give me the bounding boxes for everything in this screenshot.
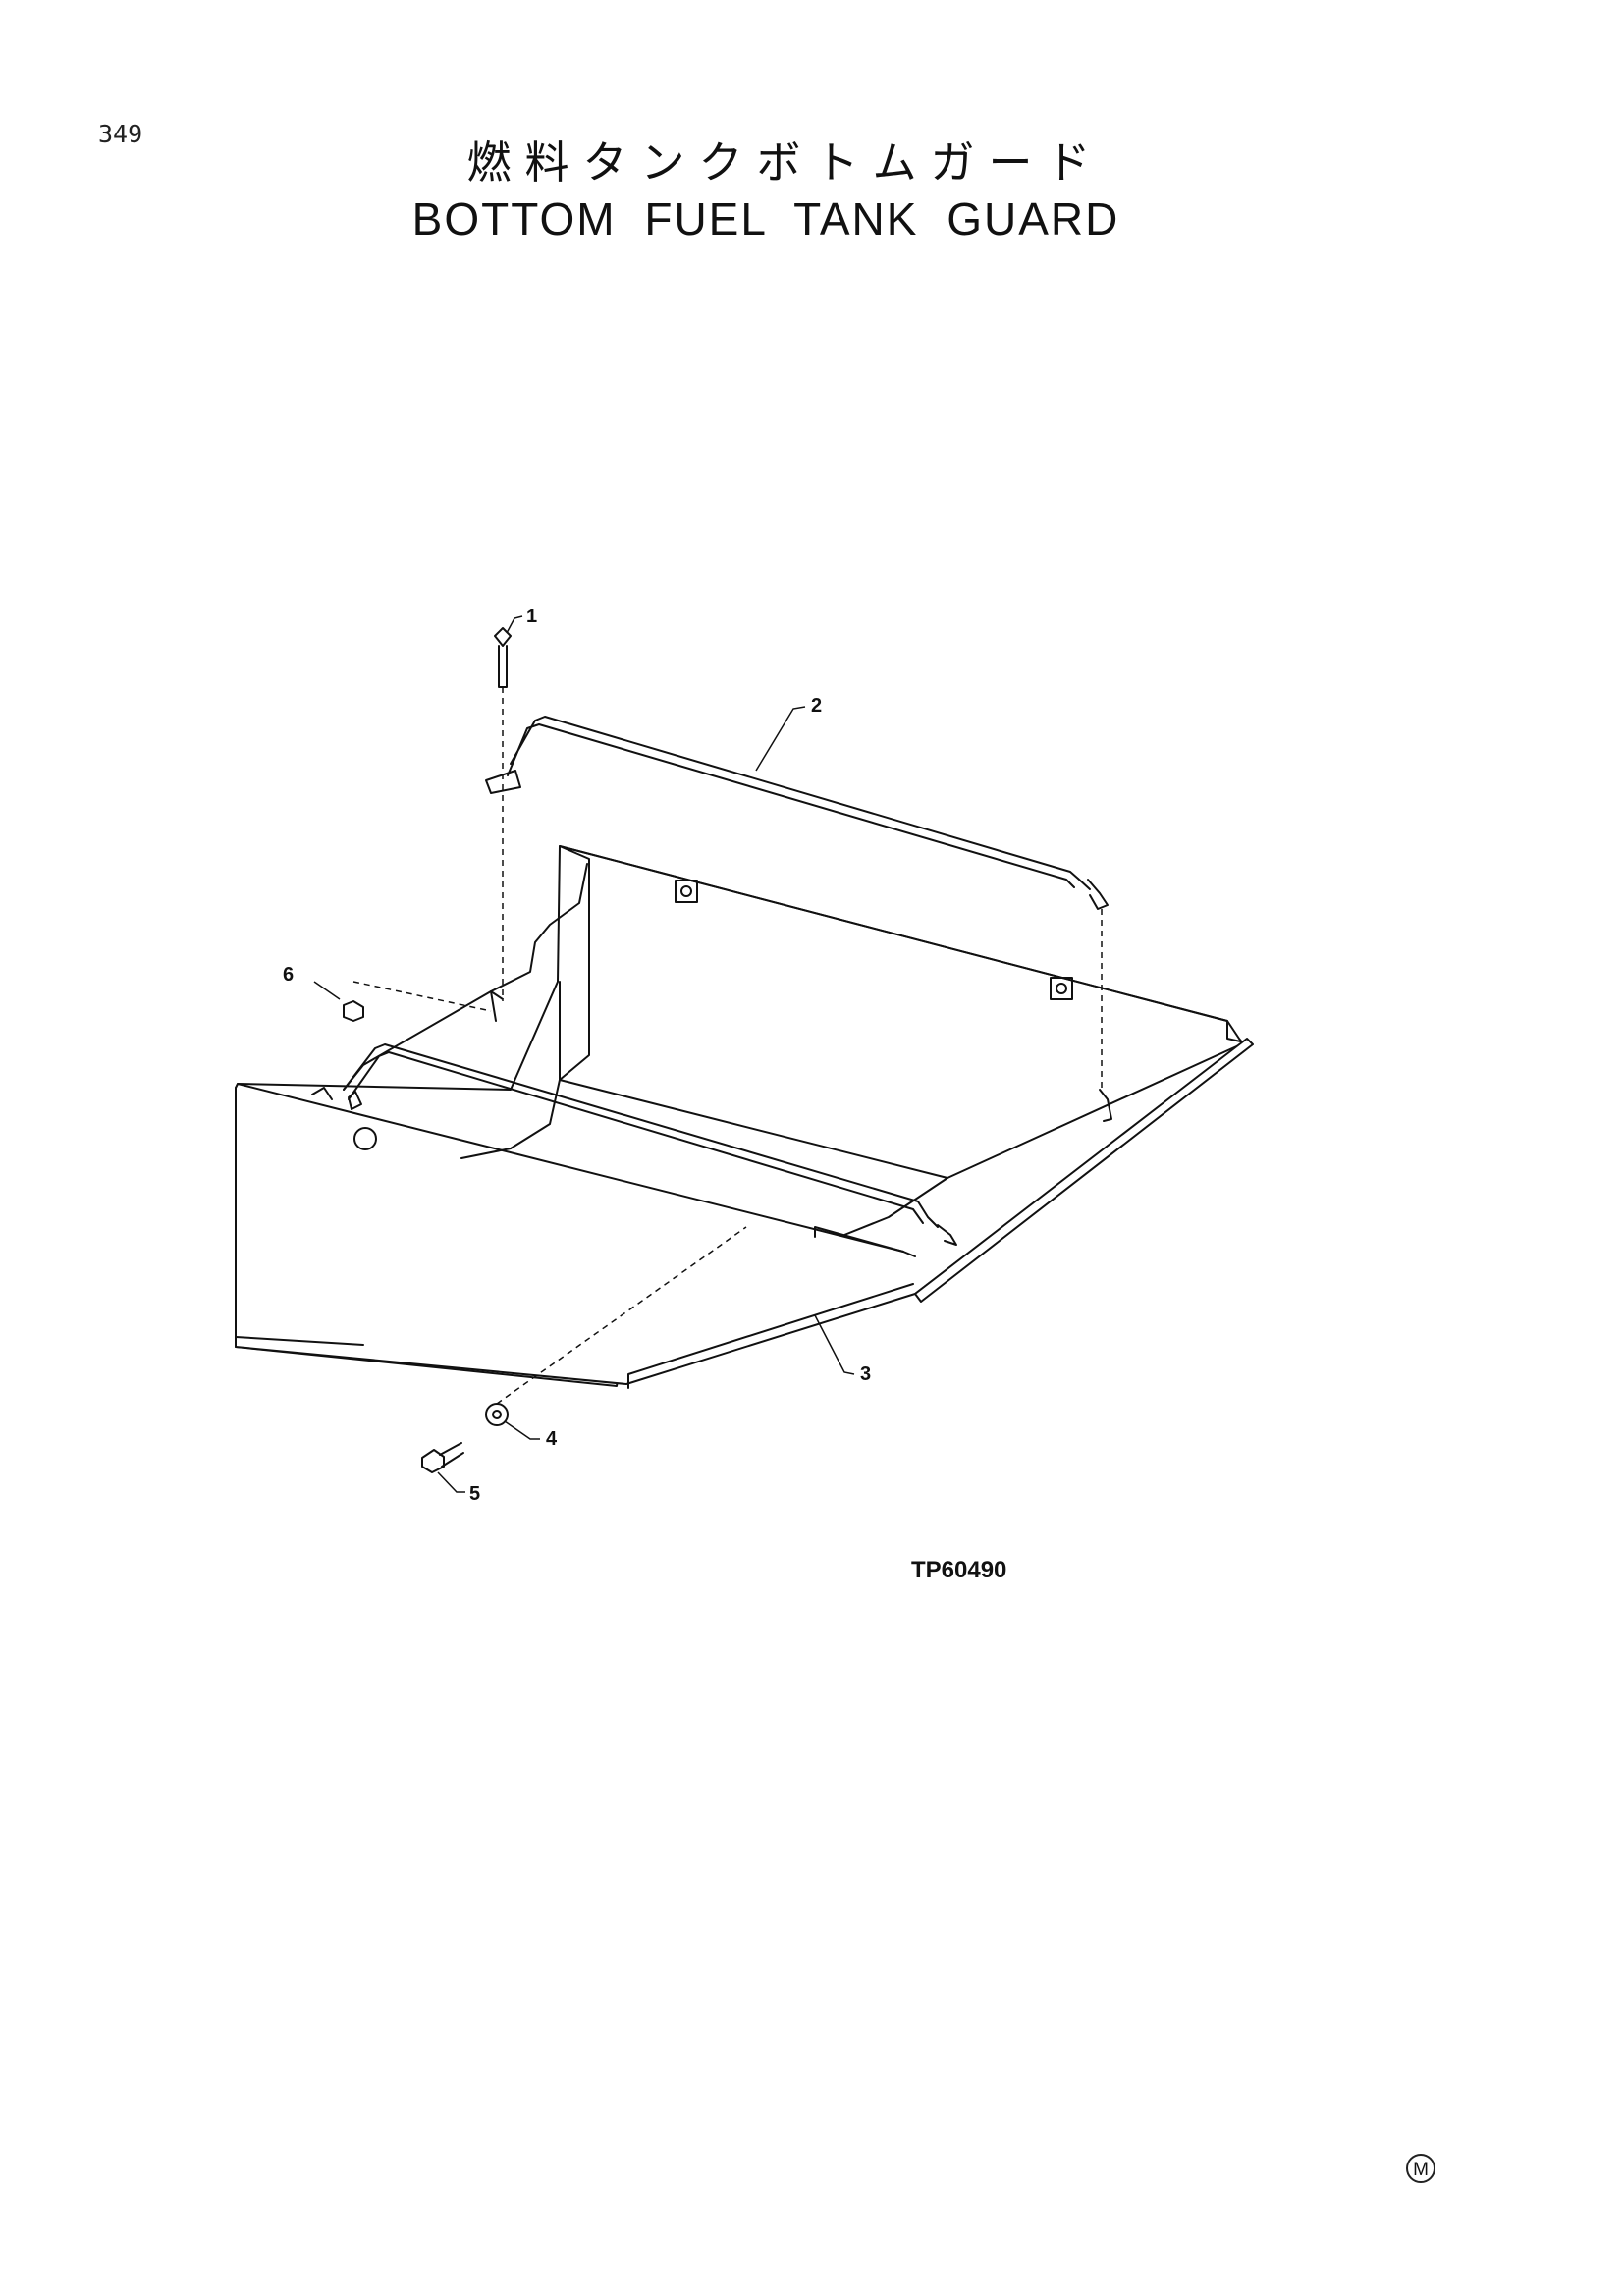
maker-mark-circle: M: [1406, 2154, 1435, 2183]
guard-right-lip: [914, 1038, 1254, 1303]
bolt-5: [421, 1442, 464, 1473]
front-strap-hook: [937, 1224, 957, 1246]
rear-wall-hole-left: [675, 880, 698, 903]
leader-4: [504, 1420, 540, 1440]
rear-strap-hook: [1087, 879, 1109, 910]
front-strap: [343, 1043, 939, 1228]
callout-1: 1: [526, 606, 537, 627]
title-block: 燃料タンクボトムガード BOTTOM FUEL TANK GUARD: [0, 135, 1532, 247]
bolt-1: [494, 627, 512, 688]
assembly-line-nut-6: [352, 981, 492, 1012]
strap-clip: [1099, 1089, 1112, 1122]
rear-strap-bracket: [485, 770, 521, 794]
leader-6: [313, 981, 341, 1000]
callout-5: 5: [469, 1483, 480, 1505]
guard-rear-wall: [559, 845, 1246, 1081]
callout-2: 2: [811, 695, 822, 717]
front-bolt-boss: [353, 1127, 377, 1150]
guard-floor-line: [559, 1042, 1244, 1179]
assembly-line-washer-4: [496, 1226, 747, 1405]
front-strap-bracket: [348, 1091, 362, 1110]
title-japanese: 燃料タンクボトムガード: [466, 136, 1105, 188]
leader-2: [755, 706, 806, 772]
left-strap-tie: [343, 990, 504, 1091]
guard-bottom-lip: [235, 1283, 914, 1389]
title-english: BOTTOM FUEL TANK GUARD: [411, 193, 1120, 244]
guard-inner-fold-right: [814, 1177, 948, 1253]
figure-code: TP60490: [911, 1557, 1007, 1583]
page-number: 349: [98, 120, 143, 148]
callout-3: 3: [860, 1363, 871, 1385]
leader-3: [814, 1314, 855, 1375]
rear-wall-hole-right: [1050, 977, 1073, 1000]
rear-strap: [507, 716, 1091, 890]
guard-plate: [235, 845, 1244, 1385]
callout-4: 4: [546, 1428, 558, 1450]
nut-6: [343, 1000, 364, 1022]
leader-5: [437, 1471, 465, 1493]
callout-6: 6: [283, 964, 294, 986]
leader-1: [506, 615, 523, 634]
